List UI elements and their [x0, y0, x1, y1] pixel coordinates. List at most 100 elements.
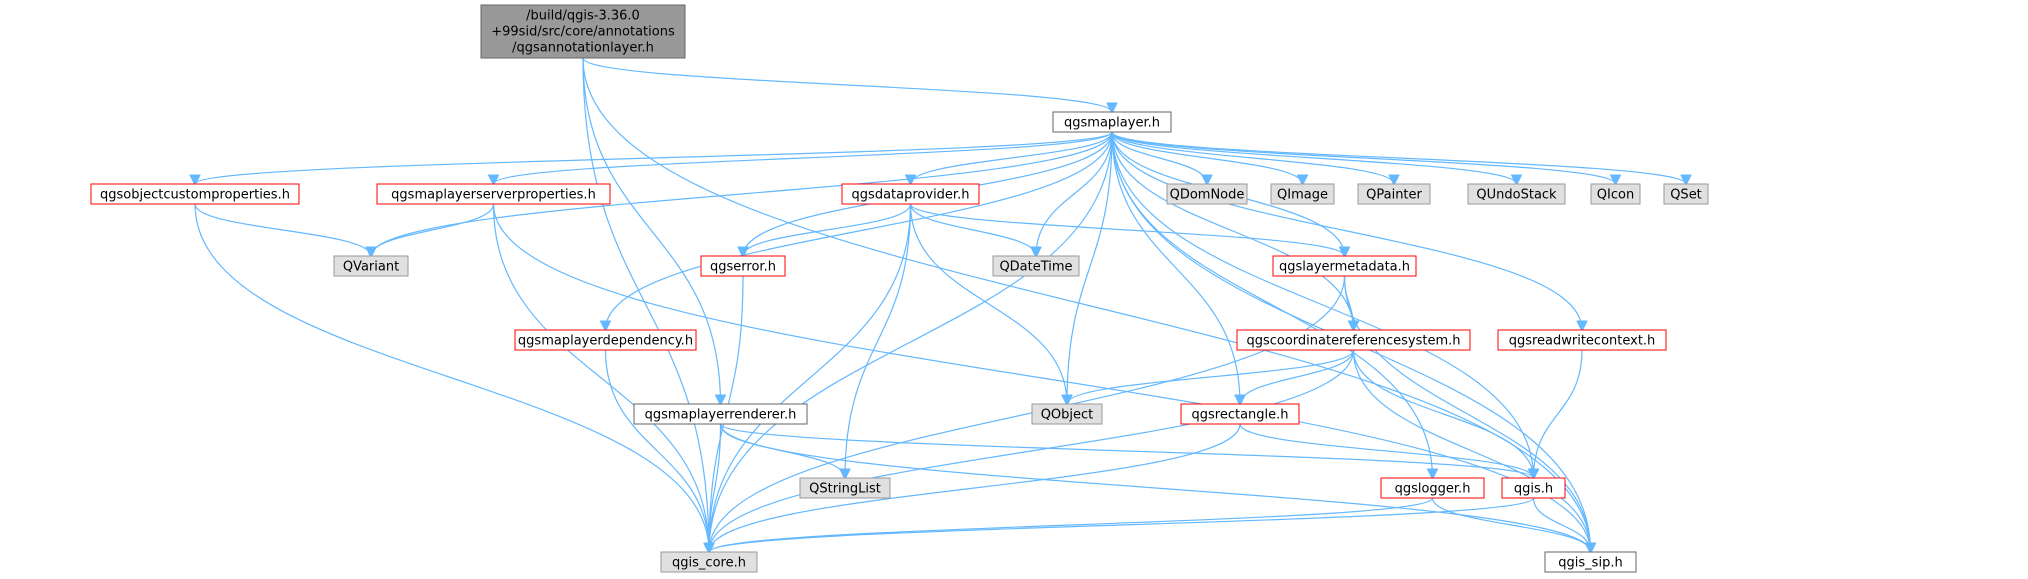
edge-maplayer-to-qgis — [1111, 131, 1534, 478]
node-box-renderer — [633, 403, 808, 425]
edge-rectangle-to-qgis — [1239, 423, 1534, 478]
node-label-qstringlist: QStringList — [809, 482, 881, 497]
node-box-logger — [1380, 477, 1485, 499]
node-qicon[interactable]: QIcon — [1590, 183, 1641, 205]
node-label-renderer: qgsmaplayerrenderer.h — [645, 408, 797, 423]
edge-maplayer-to-qpainter — [1111, 131, 1394, 184]
node-label-serverprops: qgsmaplayerserverproperties.h — [391, 188, 596, 203]
node-box-qobject — [1031, 403, 1103, 425]
node-rectangle[interactable]: qgsrectangle.h — [1180, 403, 1300, 425]
edge-layerdep-to-core — [604, 349, 710, 552]
edge-dataprovider-to-core — [709, 203, 912, 552]
node-layermeta[interactable]: qgslayermetadata.h — [1272, 255, 1417, 277]
edge-objcustom-to-qvariant — [194, 203, 371, 256]
node-box-serverprops — [376, 183, 611, 205]
node-qimage[interactable]: QImage — [1270, 183, 1335, 205]
node-label-sip: qgis_sip.h — [1558, 556, 1622, 571]
node-label-qundostack: QUndoStack — [1476, 188, 1557, 203]
node-qpainter[interactable]: QPainter — [1357, 183, 1431, 205]
node-label-layermeta: qgslayermetadata.h — [1279, 260, 1410, 275]
edge-serverprops-to-core — [492, 203, 710, 552]
edge-crs-to-rectangle — [1240, 349, 1355, 404]
edge-root-to-core — [582, 57, 709, 552]
node-box-layermeta — [1272, 255, 1417, 277]
node-box-maplayer — [1052, 111, 1172, 133]
edge-dataprovider-to-qdatetime — [909, 203, 1037, 256]
node-qdomnode[interactable]: QDomNode — [1166, 183, 1248, 205]
node-label-logger: qgslogger.h — [1395, 482, 1471, 497]
node-qset[interactable]: QSet — [1663, 183, 1709, 205]
node-objcustom[interactable]: qgsobjectcustomproperties.h — [90, 183, 300, 205]
node-qgis[interactable]: qgis.h — [1501, 477, 1566, 499]
node-sip[interactable]: qgis_sip.h — [1544, 551, 1637, 573]
node-box-rwcontext — [1497, 329, 1667, 351]
node-renderer[interactable]: qgsmaplayerrenderer.h — [633, 403, 808, 425]
node-qstringlist[interactable]: QStringList — [799, 477, 891, 499]
node-label-rwcontext: qgsreadwritecontext.h — [1509, 334, 1656, 349]
node-maplayer[interactable]: qgsmaplayer.h — [1052, 111, 1172, 133]
edges-layer — [194, 57, 1686, 552]
node-box-qpainter — [1357, 183, 1431, 205]
node-label-qset: QSet — [1670, 188, 1702, 203]
node-label-root-line-1: /build/qgis-3.36.0 — [526, 9, 640, 24]
node-label-root-line-3: /qgsannotationlayer.h — [512, 41, 654, 56]
edge-renderer-to-core — [709, 423, 722, 552]
node-label-qgserror: qgserror.h — [710, 260, 776, 275]
node-core[interactable]: qgis_core.h — [660, 551, 758, 573]
edge-maplayer-to-qobject — [1067, 131, 1113, 404]
edge-crs-to-core — [709, 349, 1355, 552]
node-box-qgserror — [700, 255, 786, 277]
edge-maplayer-to-rwcontext — [1111, 131, 1582, 330]
edge-maplayer-to-core — [709, 131, 1113, 552]
node-box-qdomnode — [1166, 183, 1248, 205]
edge-maplayer-to-objcustom — [195, 131, 1113, 184]
node-layerdep[interactable]: qgsmaplayerdependency.h — [514, 329, 697, 351]
node-crs[interactable]: qgscoordinatereferencesystem.h — [1236, 329, 1471, 351]
node-label-qicon: QIcon — [1597, 188, 1634, 203]
node-qundostack[interactable]: QUndoStack — [1467, 183, 1566, 205]
edge-layermeta-to-crs — [1343, 275, 1354, 330]
node-box-layerdep — [514, 329, 697, 351]
edge-root-to-sip — [582, 57, 1591, 552]
edge-maplayer-to-qvariant — [371, 131, 1113, 256]
node-label-maplayer: qgsmaplayer.h — [1064, 116, 1160, 131]
node-label-rectangle: qgsrectangle.h — [1191, 408, 1288, 423]
edge-dataprovider-to-qobject — [909, 203, 1068, 404]
node-qdatetime[interactable]: QDateTime — [992, 255, 1080, 277]
edge-maplayer-to-qimage — [1111, 131, 1303, 184]
edge-qgis-to-core — [709, 497, 1535, 552]
node-box-qset — [1663, 183, 1709, 205]
edge-qgis-to-sip — [1532, 497, 1591, 552]
edge-logger-to-core — [709, 497, 1434, 552]
node-qobject[interactable]: QObject — [1031, 403, 1103, 425]
node-root[interactable]: /build/qgis-3.36.0+99sid/src/core/annota… — [480, 4, 686, 59]
edge-maplayer-to-qdomnode — [1111, 131, 1207, 184]
node-qvariant[interactable]: QVariant — [333, 255, 409, 277]
edge-logger-to-sip — [1431, 497, 1591, 552]
node-qgserror[interactable]: qgserror.h — [700, 255, 786, 277]
edge-dataprovider-to-layermeta — [909, 203, 1345, 256]
edge-root-to-maplayer — [582, 57, 1112, 112]
node-label-qpainter: QPainter — [1366, 188, 1422, 203]
node-dataprovider[interactable]: qgsdataprovider.h — [841, 183, 980, 205]
node-label-qdomnode: QDomNode — [1170, 188, 1245, 203]
edge-dataprovider-to-qgserror — [743, 203, 912, 256]
edge-maplayer-to-serverprops — [494, 131, 1113, 184]
edge-maplayer-to-qdatetime — [1036, 131, 1113, 256]
node-serverprops[interactable]: qgsmaplayerserverproperties.h — [376, 183, 611, 205]
node-box-qdatetime — [992, 255, 1080, 277]
node-label-qvariant: QVariant — [343, 260, 399, 275]
node-rwcontext[interactable]: qgsreadwritecontext.h — [1497, 329, 1667, 351]
node-label-root-line-2: +99sid/src/core/annotations — [491, 25, 675, 40]
edge-serverprops-to-qvariant — [371, 203, 495, 256]
node-box-qicon — [1590, 183, 1641, 205]
edge-rectangle-to-core — [709, 423, 1241, 552]
node-box-qimage — [1270, 183, 1335, 205]
node-label-objcustom: qgsobjectcustomproperties.h — [100, 188, 290, 203]
edge-maplayer-to-qundostack — [1111, 131, 1517, 184]
node-box-objcustom — [90, 183, 300, 205]
edge-maplayer-to-qset — [1111, 131, 1686, 184]
node-logger[interactable]: qgslogger.h — [1380, 477, 1485, 499]
node-box-rectangle — [1180, 403, 1300, 425]
